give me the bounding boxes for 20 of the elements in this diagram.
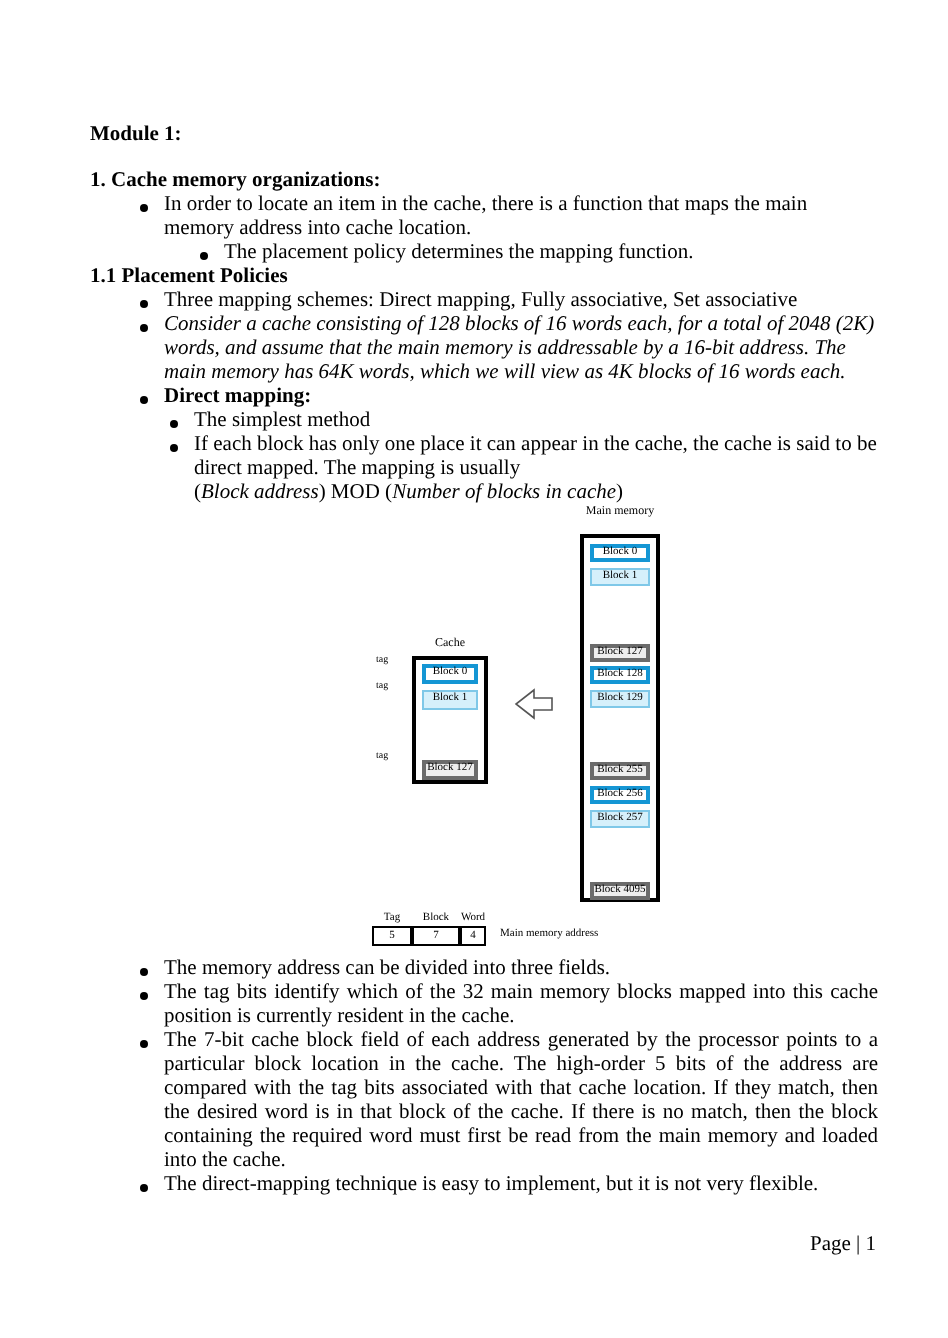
paragraph-text: The placement policy determines the mapping function. (224, 242, 696, 266)
paragraph-text: The memory address can be divided into three fields. (164, 958, 613, 982)
hollow-arrow (514, 688, 553, 720)
paragraph-text: Three mapping schemes: Direct mapping, Fully associative, Set associative (164, 290, 800, 314)
paragraph-text: (Block address) MOD (Number of blocks in cache) (194, 482, 626, 506)
paragraph-text: Consider a cache consisting of 128 blocks of 16 words each, for a total of 2048 (2K) words, and assume that the main memory is addressable by a 16-bit address. The main memory has 64K words, which we will view as 4K blocks of 16 words each. (164, 314, 877, 386)
address-field (412, 910, 460, 946)
paragraph-text: The direct-mapping technique is easy to implement, but it is not very flexible. (164, 1174, 821, 1198)
paragraph-text: The tag bits identify which of the 32 main memory blocks mapped into this cache position is currently resident in the cache. (164, 982, 878, 1030)
page-number: Page | 1 (809, 1234, 876, 1258)
address-field (372, 910, 412, 946)
heading-text: 1.1 Placement Policies (90, 266, 290, 290)
paragraph-text: The simplest method (194, 410, 373, 434)
paragraph-text: In order to locate an item in the cache, there is a function that maps the main memory address into cache location. (164, 194, 810, 242)
heading-text: Module 1: (90, 124, 184, 148)
paragraph-text: If each block has only one place it can appear in the cache, the cache is said to be direct mapped. The mapping is usually (194, 434, 878, 482)
paragraph-text: The 7-bit cache block field of each address generated by the processor points to a particular block location in the cache. The high-order 5 bits of the address are compared with the tag bits associated with that cache location. If they match, then the desired word is in that block of the cache. If there is no match, then the block containing the required word must first be read from the main memory and loaded into the cache. (164, 1030, 878, 1174)
address-field (460, 910, 486, 946)
heading-text: 1. Cache memory organizations: (90, 170, 383, 194)
heading-text: Direct mapping: (164, 386, 314, 410)
